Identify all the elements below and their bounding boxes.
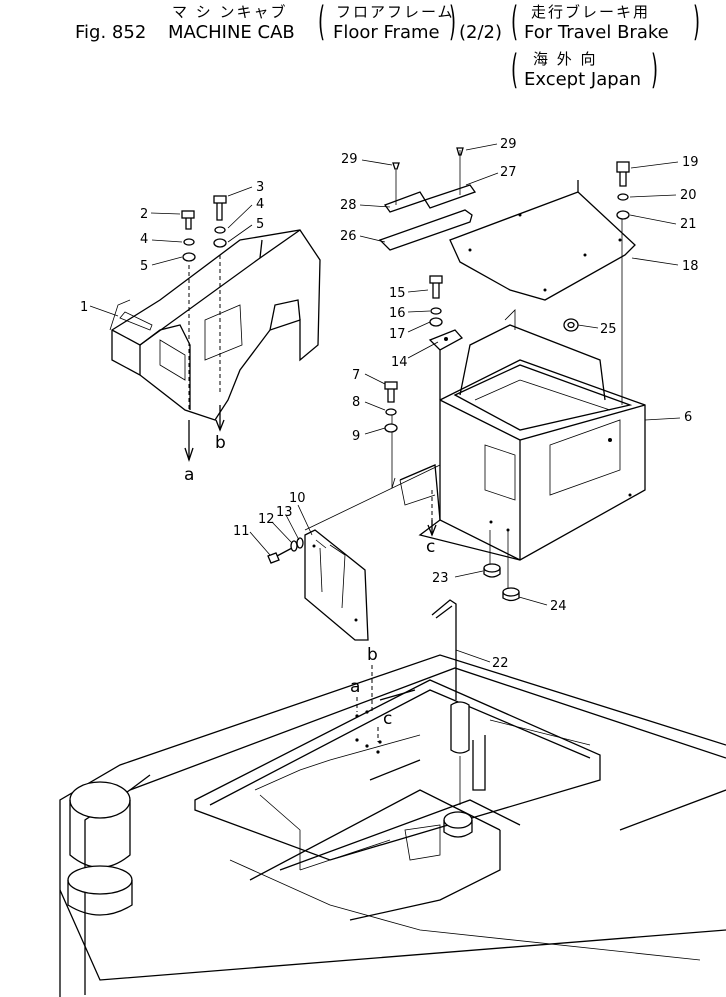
title-jp-sub: フロアフレーム: [336, 3, 455, 21]
callout-2: 2: [140, 207, 148, 222]
note2-jp: 海 外 向: [533, 50, 598, 68]
callout-13: 13: [276, 505, 293, 520]
callout-27: 27: [500, 165, 517, 180]
callout-20: 20: [680, 188, 697, 203]
callouts: 1 2 3 4 4 5 5 6 7 8 9 10 11 12 13 14 15 …: [80, 137, 699, 671]
callout-7: 7: [352, 368, 360, 383]
plate-10: [304, 529, 369, 641]
ref-letter-c-top: c: [426, 537, 435, 557]
callout-16: 16: [389, 306, 406, 321]
bolts-left: [181, 195, 227, 262]
callout-29b: 29: [500, 137, 517, 152]
ref-letter-b-top: b: [215, 433, 226, 453]
paren-close-note2: ): [651, 47, 659, 93]
note1-jp: 走行ブレーキ用: [531, 3, 651, 21]
callout-15: 15: [389, 286, 406, 301]
callout-11: 11: [233, 524, 250, 539]
callout-5b: 5: [140, 259, 148, 274]
page-number: (2/2): [459, 22, 503, 43]
paren-close-sub: ): [449, 0, 457, 45]
paren-close-note1: ): [693, 0, 701, 45]
callout-28: 28: [340, 198, 357, 213]
callout-1: 1: [80, 300, 88, 315]
callout-25: 25: [600, 322, 617, 337]
figure-label: Fig. 852: [75, 22, 147, 43]
cab-frame-box-6: [399, 309, 646, 561]
floor-frame-base: [59, 654, 726, 997]
callout-17: 17: [389, 327, 406, 342]
callout-6: 6: [684, 410, 692, 425]
callout-22: 22: [492, 656, 509, 671]
callout-9: 9: [352, 429, 360, 444]
ref-letter-a-base: a: [350, 677, 360, 697]
title-en-sub: Floor Frame: [333, 22, 440, 43]
callout-19: 19: [682, 155, 699, 170]
callout-5a: 5: [256, 217, 264, 232]
brake-rod-22: [431, 599, 486, 805]
ref-letter-b-base: b: [367, 645, 378, 665]
ref-letter-a-top: a: [184, 465, 194, 485]
callout-3: 3: [256, 180, 264, 195]
callout-12: 12: [258, 512, 275, 527]
ref-letter-c-base: c: [383, 709, 392, 729]
title-jp-main: マ シ ンキャブ: [172, 3, 288, 21]
cover-plate-18: [449, 180, 636, 301]
callout-21: 21: [680, 217, 697, 232]
callout-14: 14: [391, 355, 408, 370]
callout-4b: 4: [140, 232, 148, 247]
callout-23: 23: [432, 571, 449, 586]
callout-18: 18: [682, 259, 699, 274]
callout-8: 8: [352, 395, 360, 410]
note2-en: Except Japan: [524, 69, 642, 90]
callout-26: 26: [340, 229, 357, 244]
paren-open-note2: (: [511, 47, 519, 93]
title-en-main: MACHINE CAB: [168, 22, 295, 43]
note1-en: For Travel Brake: [524, 22, 669, 43]
side-console-1: [109, 229, 321, 421]
paren-open-sub: (: [318, 0, 326, 45]
callout-24: 24: [550, 599, 567, 614]
callout-10: 10: [289, 491, 306, 506]
paren-open-note1: (: [511, 0, 519, 45]
callout-29a: 29: [341, 152, 358, 167]
callout-4a: 4: [256, 197, 264, 212]
